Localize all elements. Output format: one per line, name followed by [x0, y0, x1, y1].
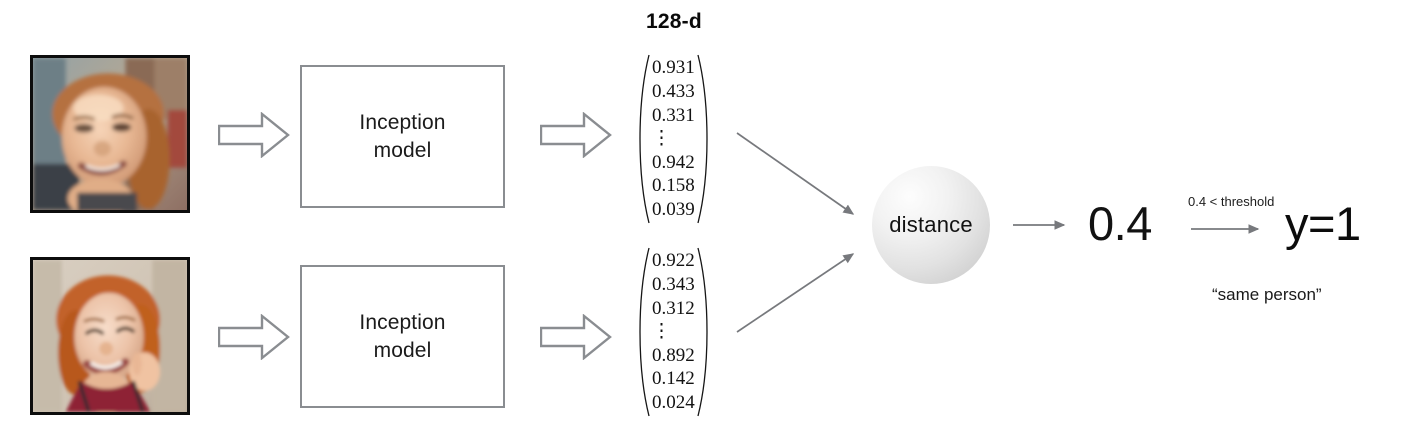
arrow-vector-bottom-to-distance — [735, 248, 865, 343]
vector-value: 0.922 — [652, 250, 695, 272]
inception-model-label-top: Inception model — [359, 110, 446, 162]
vector-value: 0.024 — [652, 391, 695, 413]
embedding-vector-bottom: 0.922 0.343 0.312 ⋮ 0.892 0.142 0.024 — [638, 246, 709, 418]
face-photo-top — [30, 55, 190, 213]
vector-ellipsis: ⋮ — [652, 128, 671, 150]
vector-value: 0.942 — [652, 151, 695, 173]
vector-value: 0.931 — [652, 57, 695, 79]
vector-value: 0.343 — [652, 274, 695, 296]
arrow-vector-top-to-distance — [735, 130, 865, 225]
vector-value: 0.158 — [652, 175, 695, 197]
distance-node: distance — [872, 166, 990, 284]
vector-value: 0.331 — [652, 104, 695, 126]
embedding-vector-top: 0.931 0.433 0.331 ⋮ 0.942 0.158 0.039 — [638, 53, 709, 225]
arrow-distance-to-score — [1012, 218, 1074, 232]
distance-label: distance — [889, 212, 973, 237]
inception-model-label-bottom: Inception model — [359, 310, 446, 362]
block-arrow-photo-to-model-bottom — [218, 314, 290, 360]
block-arrow-model-to-vector-bottom — [540, 314, 612, 360]
vector-paren-left-bottom — [638, 246, 650, 418]
block-arrow-photo-to-model-top — [218, 112, 290, 158]
vector-value: 0.892 — [652, 344, 695, 366]
dimension-label: 128-d — [646, 10, 702, 33]
vector-paren-left-top — [638, 53, 650, 225]
inception-model-box-bottom: Inception model — [300, 265, 505, 408]
vector-value: 0.039 — [652, 198, 695, 220]
vector-ellipsis: ⋮ — [652, 321, 671, 343]
face-photo-top-graphic — [33, 58, 187, 210]
vector-paren-right-top — [697, 53, 709, 225]
threshold-label: 0.4 < threshold — [1188, 194, 1275, 209]
distance-score-value: 0.4 — [1088, 197, 1152, 250]
vector-value: 0.142 — [652, 368, 695, 390]
block-arrow-model-to-vector-top — [540, 112, 612, 158]
face-photo-bottom-graphic — [33, 260, 187, 412]
vector-value: 0.312 — [652, 297, 695, 319]
vector-values-bottom: 0.922 0.343 0.312 ⋮ 0.892 0.142 0.024 — [650, 249, 697, 414]
inception-model-box-top: Inception model — [300, 65, 505, 208]
conclusion-text: “same person” — [1212, 285, 1322, 304]
vector-paren-right-bottom — [697, 246, 709, 418]
arrow-threshold-to-decision — [1190, 222, 1268, 236]
face-photo-bottom — [30, 257, 190, 415]
decision-value: y=1 — [1285, 197, 1361, 250]
vector-value: 0.433 — [652, 81, 695, 103]
vector-values-top: 0.931 0.433 0.331 ⋮ 0.942 0.158 0.039 — [650, 56, 697, 221]
